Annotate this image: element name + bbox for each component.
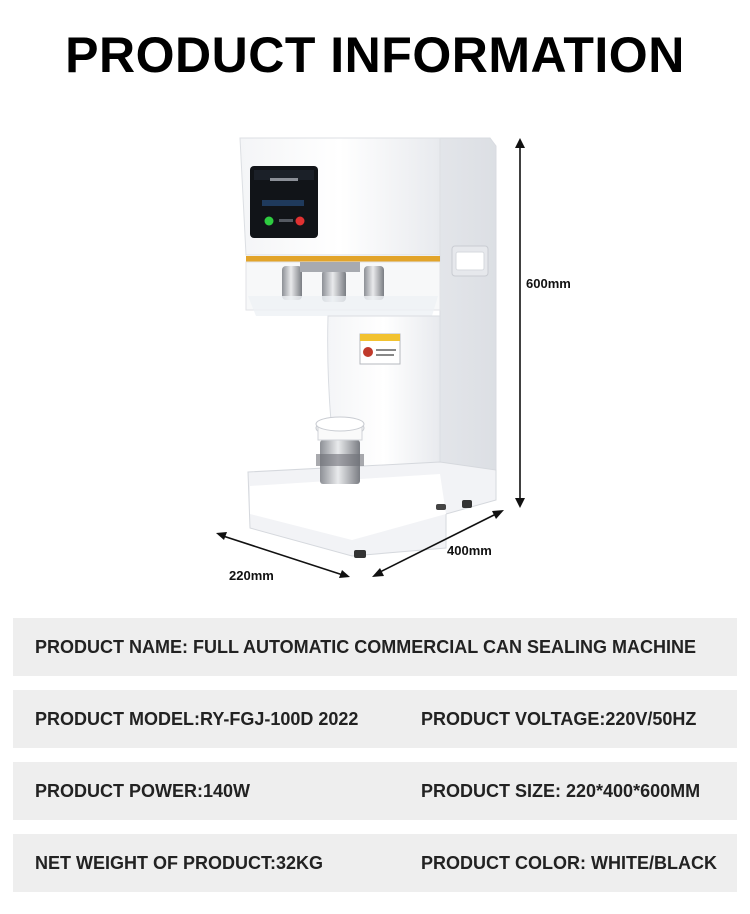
product-name: PRODUCT NAME: FULL AUTOMATIC COMMERCIAL … [35, 637, 696, 657]
width-label: 220mm [229, 568, 274, 583]
height-label: 600mm [526, 276, 571, 291]
product-figure: 600mm 400mm 220mm [216, 137, 571, 583]
page-title: PRODUCT INFORMATION [65, 27, 685, 83]
width-dimension-arrow [216, 532, 350, 578]
spec-row-power-size: PRODUCT POWER:140W PRODUCT SIZE: 220*400… [13, 762, 737, 820]
spec-row-model-voltage: PRODUCT MODEL:RY-FGJ-100D 2022 PRODUCT V… [13, 690, 737, 748]
start-button-icon [264, 216, 274, 226]
product-size: PRODUCT SIZE: 220*400*600MM [421, 781, 701, 801]
spec-row-weight-color: NET WEIGHT OF PRODUCT:32KG PRODUCT COLOR… [13, 834, 737, 892]
product-voltage: PRODUCT VOLTAGE:220V/50HZ [421, 709, 697, 729]
product-color: PRODUCT COLOR: WHITE/BLACK [421, 853, 717, 873]
seaming-rollers [282, 262, 384, 302]
net-weight: NET WEIGHT OF PRODUCT:32KG [35, 853, 324, 873]
lifting-plate [315, 416, 365, 484]
height-dimension-arrow [515, 138, 525, 508]
stop-button-icon [295, 216, 305, 226]
product-power: PRODUCT POWER:140W [35, 781, 251, 801]
depth-dimension-arrow [372, 510, 504, 577]
depth-label: 400mm [447, 543, 492, 558]
spec-row-name: PRODUCT NAME: FULL AUTOMATIC COMMERCIAL … [13, 618, 737, 676]
gold-strip [246, 256, 440, 262]
machine-image [239, 137, 497, 558]
product-model: PRODUCT MODEL:RY-FGJ-100D 2022 [35, 709, 359, 729]
